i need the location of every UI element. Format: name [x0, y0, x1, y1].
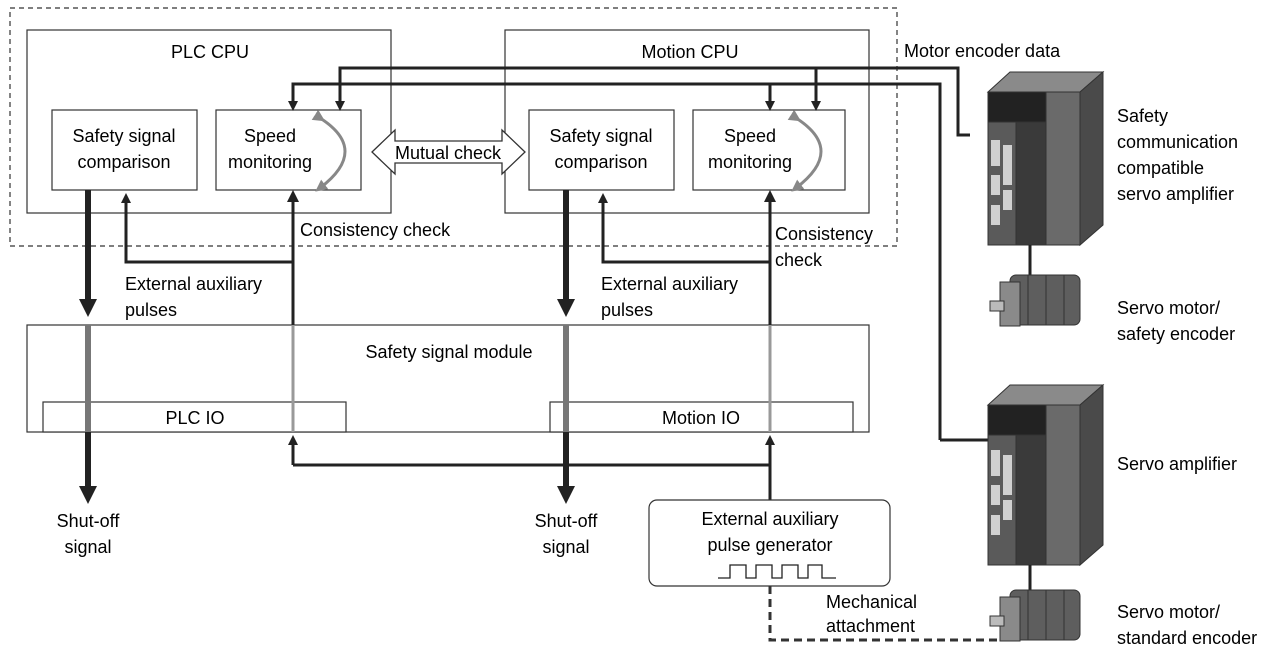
pulse-generator-bus: [293, 463, 772, 500]
motion-cpu-box: Motion CPU Safety signal comparison Spee…: [504, 29, 870, 214]
motion-comparison-line1: Safety signal: [549, 126, 652, 146]
safety-signal-module: Safety signal module PLC IO Motion IO: [26, 324, 870, 433]
mechanical-attachment-line2: attachment: [826, 616, 915, 636]
motion-speed-line1: Speed: [724, 126, 776, 146]
servo-motor-safety-line2: safety encoder: [1117, 324, 1235, 344]
shutoff-right-line2: signal: [542, 537, 589, 557]
aux-pulses-right-line2: pulses: [601, 300, 653, 320]
pulse-generator-line1: External auxiliary: [701, 509, 838, 529]
servo-amplifier-icon: [986, 70, 1105, 247]
consistency-check-right-line2: check: [775, 250, 823, 270]
safety-amp-line3: compatible: [1117, 158, 1204, 178]
mutual-check-label: Mutual check: [395, 143, 502, 163]
mechanical-attachment-link: [768, 586, 1003, 642]
plc-speed-line1: Speed: [244, 126, 296, 146]
plc-cpu-box: PLC CPU Safety signal comparison Speed m…: [26, 29, 392, 214]
motion-cpu-title: Motion CPU: [641, 42, 738, 62]
pulse-generator-box: External auxiliary pulse generator: [648, 499, 891, 587]
cpu-boundary: [9, 7, 898, 247]
servo-amplifier-icon: [986, 383, 1105, 567]
motion-aux-pulse-path: [598, 190, 776, 465]
servo-motor-icon: [989, 274, 1081, 327]
plc-speed-monitoring-box: [215, 109, 362, 191]
consistency-check-right-line1: Consistency: [775, 224, 873, 244]
plc-comparison-line1: Safety signal: [72, 126, 175, 146]
plc-speed-curve-arrow: [311, 109, 347, 192]
motion-safety-comparison-box: [528, 109, 675, 191]
servo-amp-label: Servo amplifier: [1117, 454, 1237, 474]
plc-io-box: [42, 401, 347, 433]
motion-speed-line2: monitoring: [708, 152, 792, 172]
shutoff-left-line1: Shut-off: [57, 511, 121, 531]
plc-safety-comparison-box: [51, 109, 198, 191]
pulse-generator-line2: pulse generator: [707, 535, 832, 555]
aux-pulses-left-line1: External auxiliary: [125, 274, 262, 294]
servo-motor-standard-line1: Servo motor/: [1117, 602, 1220, 622]
servo-motor-icon: [989, 589, 1081, 642]
aux-pulses-left-line2: pulses: [125, 300, 177, 320]
plc-aux-pulse-path: [121, 190, 299, 465]
servo-motor-safety-line1: Servo motor/: [1117, 298, 1220, 318]
safety-amp-line1: Safety: [1117, 106, 1168, 126]
consistency-check-left-label: Consistency check: [300, 220, 451, 240]
motion-io-box: [549, 401, 854, 433]
motor-encoder-data-label: Motor encoder data: [904, 41, 1061, 61]
plc-cpu-title: PLC CPU: [171, 42, 249, 62]
safety-module-title: Safety signal module: [365, 342, 532, 362]
pulse-waveform-icon: [718, 564, 836, 579]
plc-io-label: PLC IO: [165, 408, 224, 428]
safety-amp-line4: servo amplifier: [1117, 184, 1234, 204]
plc-speed-line2: monitoring: [228, 152, 312, 172]
mutual-check-arrow: Mutual check: [371, 128, 526, 176]
motion-io-label: Motion IO: [662, 408, 740, 428]
motion-speed-curve-arrow: [787, 109, 823, 192]
aux-pulses-right-line1: External auxiliary: [601, 274, 738, 294]
encoder-data-lines: [288, 66, 988, 442]
shutoff-right-line1: Shut-off: [535, 511, 599, 531]
plc-comparison-line2: comparison: [77, 152, 170, 172]
motion-comparison-line2: comparison: [554, 152, 647, 172]
servo-motor-standard-line2: standard encoder: [1117, 628, 1257, 648]
shutoff-left-line2: signal: [64, 537, 111, 557]
safety-amp-line2: communication: [1117, 132, 1238, 152]
mechanical-attachment-line1: Mechanical: [826, 592, 917, 612]
